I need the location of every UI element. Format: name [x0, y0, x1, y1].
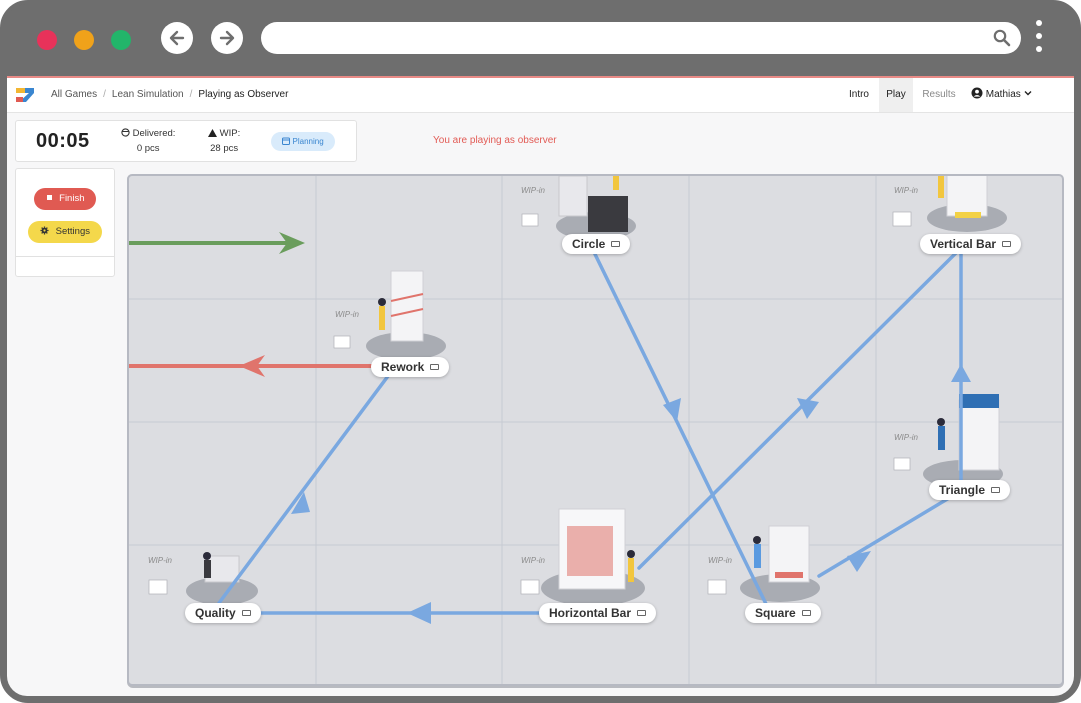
factory-floor: WIP-in WIP-in WIP-in WIP-in WIP-in WIP-i… [127, 174, 1064, 686]
laptop-icon [801, 609, 811, 616]
station-rework[interactable]: Rework [371, 357, 450, 377]
wip-in-label-quality: WIP-in [148, 556, 172, 565]
laptop-icon [1002, 240, 1012, 247]
box-icon [121, 128, 130, 137]
stats-panel: 00:05 Delivered: 0 pcs WIP: 28 pcs Plann… [15, 120, 357, 162]
station-quality[interactable]: Quality [185, 603, 261, 623]
back-arrow-icon [169, 30, 185, 46]
forward-arrow-icon [219, 30, 235, 46]
breadcrumb: All Games/Lean Simulation/Playing as Obs… [51, 89, 289, 100]
app-logo[interactable] [16, 88, 34, 102]
back-button[interactable] [161, 22, 193, 54]
laptop-icon [637, 609, 647, 616]
observer-notice: You are playing as observer [433, 135, 557, 146]
triangle-icon [208, 129, 217, 137]
laptop-icon [430, 363, 440, 370]
station-rework-label: Rework [381, 360, 425, 374]
station-square-label: Square [755, 606, 796, 620]
laptop-icon [991, 486, 1001, 493]
window-minimize-button[interactable] [74, 30, 94, 50]
menu-dots-icon[interactable] [1033, 20, 1045, 60]
control-panel: Finish Settings [15, 168, 115, 277]
tab-intro[interactable]: Intro [848, 89, 869, 100]
station-circle-label: Circle [572, 237, 606, 251]
top-nav: All Games/Lean Simulation/Playing as Obs… [7, 78, 1074, 113]
calendar-icon [282, 137, 291, 145]
panel-divider [16, 256, 114, 257]
wip-in-label-horizontal-bar: WIP-in [521, 556, 545, 565]
station-horizontal-bar[interactable]: Horizontal Bar [539, 603, 657, 623]
user-name: Mathias [985, 89, 1021, 100]
settings-button[interactable]: Settings [28, 221, 102, 243]
browser-toolbar [4, 4, 1077, 76]
delivered-label: Delivered: [132, 128, 176, 139]
search-icon[interactable] [993, 29, 1011, 47]
station-horizontal-bar-label: Horizontal Bar [549, 606, 632, 620]
station-triangle[interactable]: Triangle [929, 480, 1011, 500]
tab-results[interactable]: Results [922, 89, 956, 100]
wip-stat: WIP: 28 pcs [208, 128, 240, 154]
station-circle[interactable]: Circle [562, 234, 631, 254]
window-maximize-button[interactable] [111, 30, 131, 50]
delivered-stat: Delivered: 0 pcs [121, 128, 175, 154]
user-circle-icon [971, 87, 983, 99]
wip-in-label-circle: WIP-in [521, 186, 545, 195]
floor-grid [129, 176, 1062, 684]
settings-label: Settings [55, 226, 90, 237]
tab-play[interactable]: Play [879, 78, 913, 112]
laptop-icon [611, 240, 621, 247]
laptop-icon [241, 609, 251, 616]
wip-label: WIP: [219, 128, 241, 139]
station-quality-label: Quality [195, 606, 236, 620]
planning-button[interactable]: Planning [271, 132, 335, 151]
user-menu[interactable]: Mathias [971, 78, 1032, 112]
wip-in-label-rework: WIP-in [335, 310, 359, 319]
planning-label: Planning [292, 137, 324, 146]
wip-in-label-triangle: WIP-in [894, 433, 918, 442]
breadcrumb-lean-simulation[interactable]: Lean Simulation [111, 89, 184, 100]
game-timer: 00:05 [36, 130, 90, 152]
breadcrumb-all-games[interactable]: All Games [51, 89, 98, 100]
breadcrumb-current: Playing as Observer [198, 89, 289, 100]
delivered-value: 0 pcs [136, 143, 160, 154]
wip-value: 28 pcs [210, 143, 239, 154]
chevron-down-icon [1024, 91, 1032, 96]
app-page: All Games/Lean Simulation/Playing as Obs… [7, 76, 1074, 696]
station-vertical-bar[interactable]: Vertical Bar [920, 234, 1022, 254]
station-vertical-bar-label: Vertical Bar [930, 237, 997, 251]
window-close-button[interactable] [37, 30, 57, 50]
forward-button[interactable] [211, 22, 243, 54]
wip-in-label-vertical-bar: WIP-in [894, 186, 918, 195]
wip-in-label-square: WIP-in [708, 556, 732, 565]
address-bar[interactable] [261, 22, 1021, 54]
stop-icon [46, 195, 52, 200]
station-square[interactable]: Square [745, 603, 821, 623]
finish-label: Finish [59, 193, 85, 204]
finish-button[interactable]: Finish [34, 188, 96, 210]
gear-icon [40, 226, 49, 235]
station-triangle-label: Triangle [939, 483, 986, 497]
